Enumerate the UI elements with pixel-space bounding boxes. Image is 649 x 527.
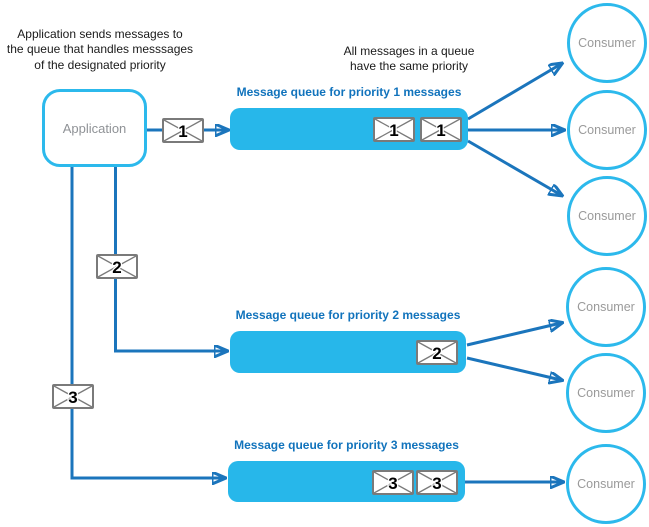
envelope-priority-label: 1 — [389, 121, 398, 140]
consumer-label: Consumer — [578, 123, 636, 137]
arrow-app-to-queue2 — [114, 167, 227, 351]
consumer-label: Consumer — [578, 209, 636, 223]
envelope-priority-label: 2 — [432, 344, 441, 363]
envelope-priority-label: 2 — [112, 258, 121, 277]
consumer-node-2: Consumer — [567, 90, 647, 170]
queue1-message-envelope-icon: 1 — [373, 117, 415, 142]
queue3-label: Message queue for priority 3 messages — [234, 438, 459, 452]
arrow-queue1-to-consumer3 — [467, 139, 561, 195]
annotation-app-note: Application sends messages to the queue … — [6, 27, 194, 72]
consumer-label: Consumer — [577, 386, 635, 400]
queue2-message-envelope-icon: 2 — [416, 340, 458, 365]
queue1-label: Message queue for priority 1 messages — [236, 85, 462, 99]
queue3-message-envelope-icon: 3 — [416, 470, 458, 495]
envelope-priority-label: 1 — [436, 121, 445, 140]
consumer-label: Consumer — [577, 477, 635, 491]
consumer-node-6: Consumer — [566, 444, 646, 524]
envelope-priority-1-in-transit-icon: 1 — [162, 118, 204, 143]
envelope-priority-label: 3 — [68, 388, 77, 407]
consumer-label: Consumer — [577, 300, 635, 314]
arrow-queue1-to-consumer1 — [467, 64, 561, 121]
queue2-label: Message queue for priority 2 messages — [235, 308, 461, 322]
annotation-same-priority: All messages in a queue have the same pr… — [343, 44, 475, 74]
queue3-message-envelope-icon: 3 — [372, 470, 414, 495]
arrow-app-to-queue3 — [70, 167, 224, 478]
application-node: Application — [42, 89, 147, 167]
envelope-priority-label: 3 — [388, 474, 397, 493]
consumer-node-1: Consumer — [567, 3, 647, 83]
envelope-priority-label: 3 — [432, 474, 441, 493]
envelope-priority-2-in-transit-icon: 2 — [96, 254, 138, 279]
envelope-priority-3-in-transit-icon: 3 — [52, 384, 94, 409]
application-label: Application — [62, 120, 127, 136]
consumer-node-4: Consumer — [566, 267, 646, 347]
consumer-node-3: Consumer — [567, 176, 647, 256]
queue1-message-envelope-icon: 1 — [420, 117, 462, 142]
consumer-node-5: Consumer — [566, 353, 646, 433]
envelope-priority-label: 1 — [178, 122, 187, 141]
arrow-queue2-to-consumer5 — [466, 356, 561, 380]
consumer-label: Consumer — [578, 36, 636, 50]
arrow-queue2-to-consumer4 — [466, 323, 561, 347]
